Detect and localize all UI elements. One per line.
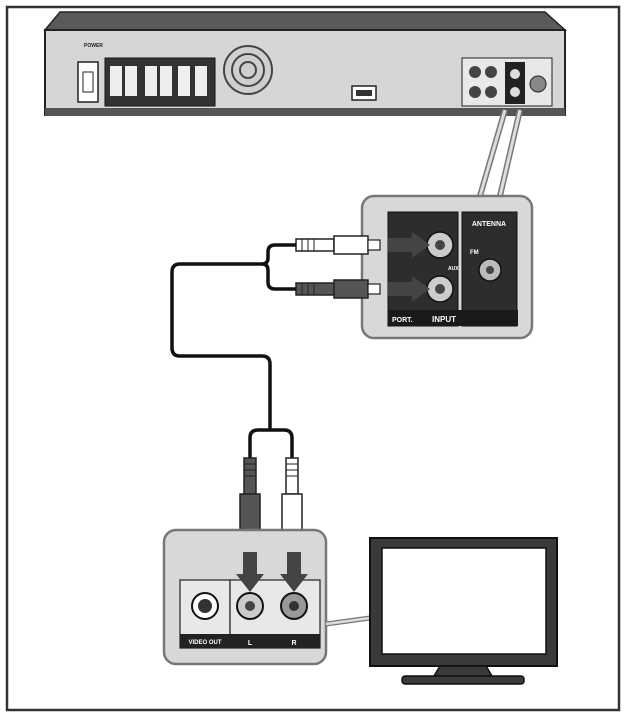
aux-label: AUX (448, 266, 459, 272)
insert-arrow-icon (388, 232, 430, 258)
port-label: PORT. (392, 317, 413, 324)
tv-callout-connector (325, 615, 371, 627)
cooling-fan-icon (223, 45, 273, 95)
callout-leader (477, 109, 523, 197)
left-channel-label: L (248, 640, 253, 647)
rca-plug-white-tv (281, 457, 303, 545)
aux-jack-right (426, 275, 454, 303)
receiver-aux-panel: ANTENNA FM AUX PORT. INPUT (360, 194, 534, 340)
fm-antenna-jack (478, 258, 502, 282)
television-icon (369, 537, 558, 685)
audio-in-jack-left (236, 592, 264, 620)
rca-plug-white-receiver (295, 235, 381, 255)
aux-jack-left (426, 231, 454, 259)
input-label: INPUT (432, 315, 456, 324)
power-label: POWER (84, 43, 103, 49)
rear-jack-cluster (461, 57, 553, 107)
insert-arrow-icon (388, 276, 430, 302)
video-out-jack (191, 592, 219, 620)
video-out-label: VIDEO OUT (188, 640, 221, 646)
fm-label: FM (470, 250, 479, 256)
rca-plug-red-receiver (295, 279, 381, 299)
power-socket: POWER (77, 43, 103, 103)
antenna-label: ANTENNA (472, 221, 506, 228)
insert-arrow-icon (280, 552, 308, 592)
speaker-terminals (104, 57, 216, 107)
insert-arrow-icon (236, 552, 264, 592)
audio-in-jack-right (280, 592, 308, 620)
tv-input-panel: VIDEO OUT L R (162, 528, 328, 666)
right-channel-label: R (291, 640, 296, 647)
hdmi-port (351, 85, 377, 101)
receiver-unit: POWER (43, 11, 567, 116)
